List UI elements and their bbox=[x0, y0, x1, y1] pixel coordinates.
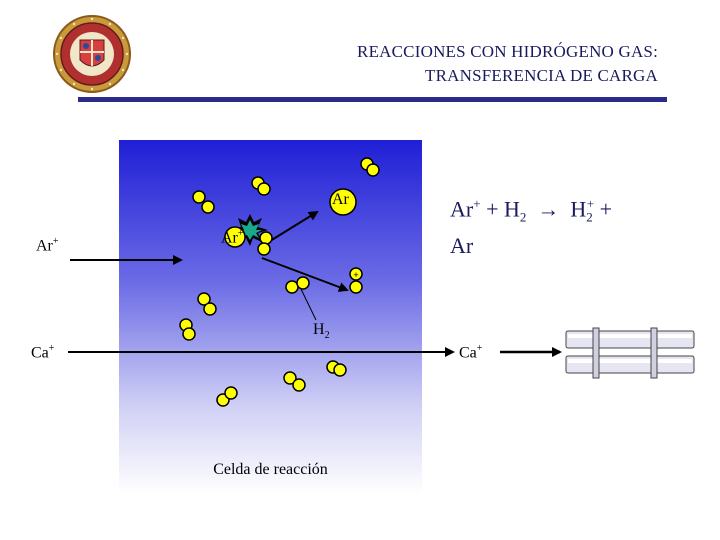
ca-ion-outgoing-symbol: Ca bbox=[459, 344, 477, 362]
quadrupole-rods bbox=[565, 327, 695, 379]
equation-reactant-h-subscript: 2 bbox=[519, 209, 527, 225]
h2-molecule bbox=[197, 292, 217, 316]
page-title: REACCIONES CON HIDRÓGENO GAS: TRANSFEREN… bbox=[357, 40, 658, 88]
h2-symbol: H bbox=[313, 321, 325, 338]
ar-ion-collision-charge: + bbox=[237, 228, 244, 239]
h2-ion-plus-sign: + bbox=[353, 270, 358, 280]
reaction-equation: Ar+ + H2 → H2+ + Ar bbox=[450, 190, 690, 260]
h2-ion-arrow bbox=[261, 257, 349, 292]
argon-atom bbox=[329, 188, 357, 216]
h2-subscript: 2 bbox=[324, 330, 330, 342]
equation-reactant-ar: Ar bbox=[450, 196, 474, 222]
equation-product-h-subscript: 2 bbox=[586, 209, 593, 225]
ca-ion-outgoing-label: Ca+ bbox=[459, 343, 482, 362]
equation-reactant-ar-charge: + bbox=[473, 196, 481, 211]
title-rule bbox=[78, 97, 667, 102]
h2-molecule bbox=[326, 360, 347, 377]
ar-neutral-label: Ar bbox=[332, 191, 349, 208]
h2-molecule bbox=[257, 231, 273, 256]
equation-line-2: Ar bbox=[450, 232, 690, 260]
equation-product-ar: Ar bbox=[450, 232, 474, 258]
equation-plus: + bbox=[599, 196, 613, 222]
ar-ion-incoming-symbol: Ar bbox=[36, 237, 53, 255]
h2-molecule bbox=[360, 157, 380, 177]
ca-ion-incoming-symbol: Ca bbox=[31, 344, 49, 362]
h2-molecule bbox=[251, 176, 271, 196]
h2-molecule bbox=[179, 318, 196, 341]
equation-plus: + bbox=[486, 196, 499, 222]
ar-ion-collision-label: Ar+ bbox=[221, 228, 244, 247]
equation-product-h: H bbox=[570, 196, 587, 222]
title-line-2: TRANSFERENCIA DE CARGA bbox=[425, 66, 658, 85]
equation-reactant-h: H bbox=[503, 196, 520, 222]
ca-ion-outgoing-charge: + bbox=[476, 343, 483, 354]
h2-molecule bbox=[283, 371, 306, 392]
h2-label: H2 bbox=[313, 321, 330, 341]
title-line-1: REACCIONES CON HIDRÓGENO GAS: bbox=[357, 42, 658, 61]
h2-molecule bbox=[216, 386, 238, 407]
equation-arrow: → bbox=[537, 196, 560, 222]
cell-caption: Celda de reacción bbox=[213, 461, 328, 478]
university-seal-icon bbox=[53, 15, 131, 93]
reaction-cell bbox=[119, 140, 422, 494]
equation-line-1: Ar+ + H2 → H2+ + bbox=[450, 190, 690, 232]
argon-atom bbox=[224, 226, 246, 248]
h2-ion-molecule bbox=[349, 267, 363, 294]
h2-molecule bbox=[285, 276, 310, 294]
ar-ion-incoming-label: Ar+ bbox=[36, 236, 59, 255]
ar-ion-collision-symbol: Ar bbox=[221, 229, 238, 247]
ca-ion-incoming-charge: + bbox=[48, 343, 55, 354]
equation-product-h-charge: + bbox=[586, 196, 595, 211]
ca-ion-incoming-label: Ca+ bbox=[31, 343, 54, 362]
h2-molecule bbox=[192, 190, 215, 214]
h2-label-leader bbox=[300, 288, 317, 321]
ar-ion-incoming-charge: + bbox=[52, 236, 59, 247]
